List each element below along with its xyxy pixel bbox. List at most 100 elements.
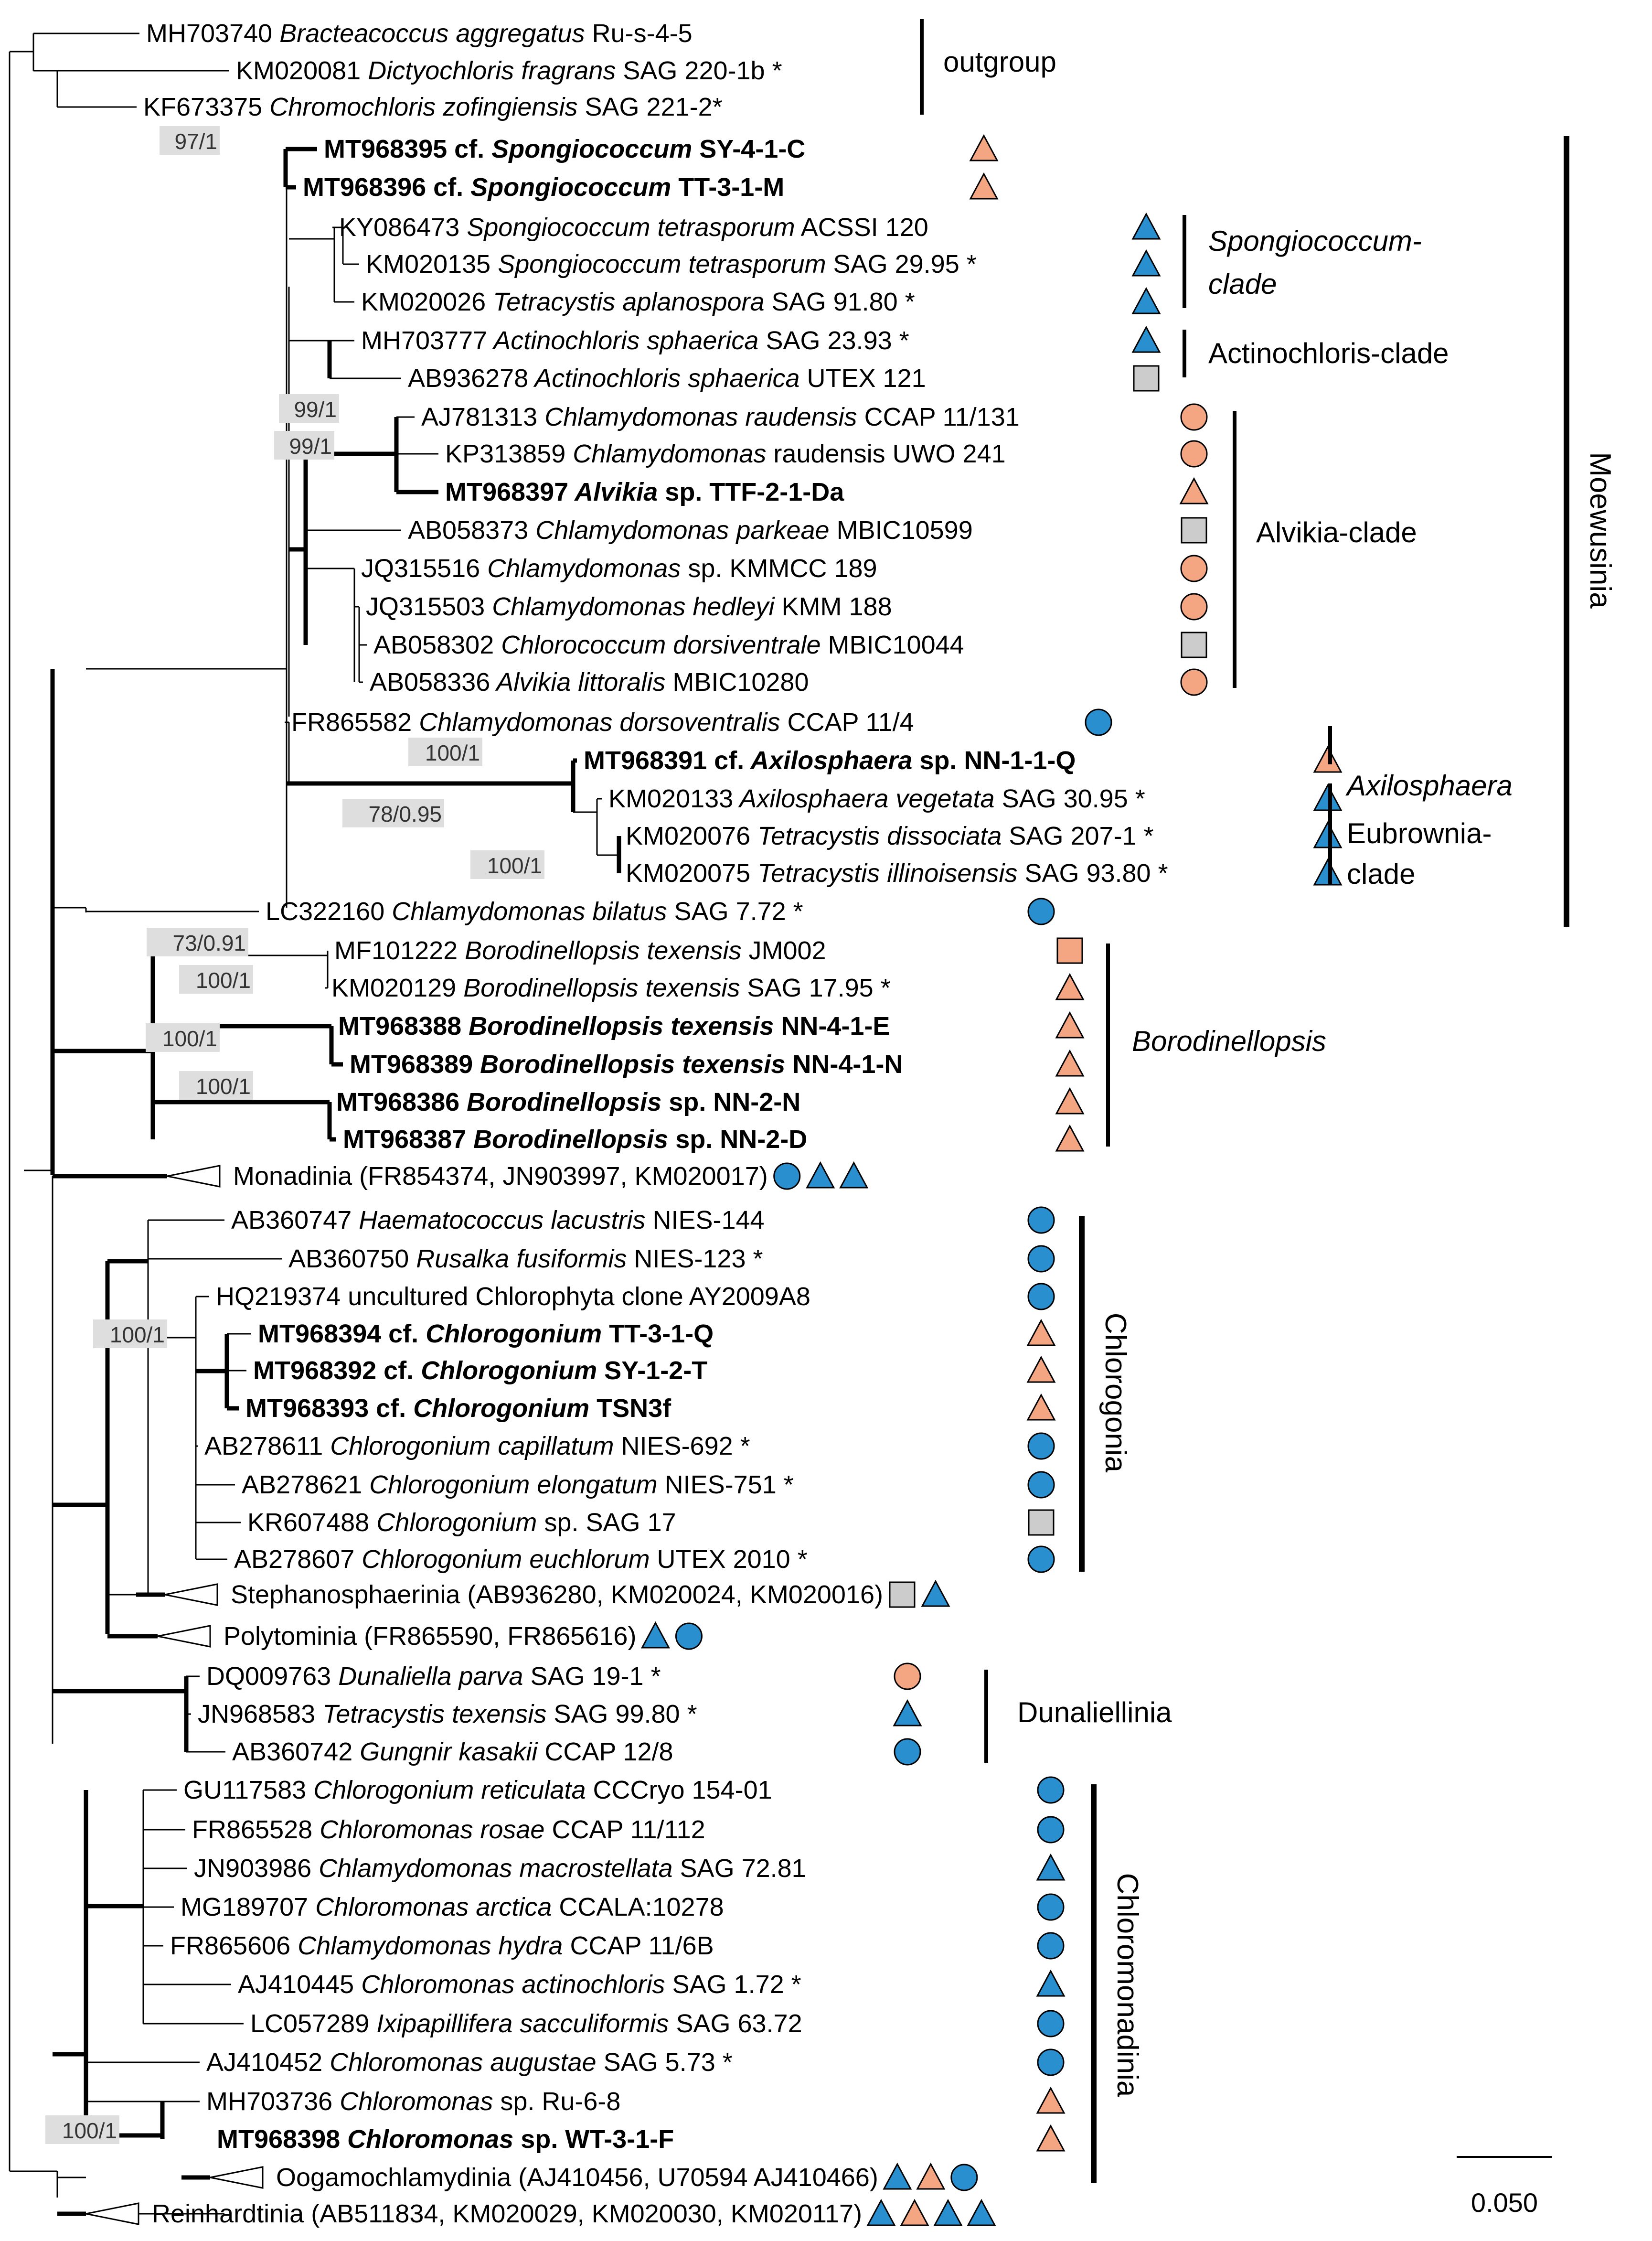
habitat-circle-marker (1027, 898, 1055, 925)
support-value-box (470, 850, 544, 879)
taxon-label: LC322160 Chlamydomonas bilatus SAG 7.72 … (266, 897, 803, 926)
taxon-accession-strain: LC057289 (250, 2009, 369, 2038)
taxon-accession-strain: MBIC10044 (821, 631, 964, 659)
habitat-triangle-marker (883, 2162, 912, 2190)
taxon-species-name: Dictyochloris fragrans (361, 56, 616, 85)
support-value: 100/1 (196, 968, 251, 993)
clade-label: Alvikia-clade (1256, 516, 1417, 548)
support-value-box (147, 928, 248, 956)
group-label: Moewusinia (1584, 452, 1617, 609)
support-value-box (179, 965, 253, 994)
taxon-species-name: Borodinellopsis texensis (456, 974, 740, 1002)
taxon-accession-strain: JN968583 (198, 1700, 315, 1728)
taxon-species-name: Spongiococcum tetrasporum (490, 250, 826, 279)
taxon-accession-strain: MG189707 (181, 1893, 308, 1921)
taxon-species-name: Tetracystis texensis (315, 1700, 546, 1728)
taxon-accession-strain: TT-3-1-M (671, 173, 784, 202)
taxon-accession-strain: UTEX 121 (800, 364, 926, 393)
habitat-triangle-marker (1036, 2124, 1066, 2152)
habitat-triangle-marker (1131, 325, 1161, 353)
support-value: 99/1 (289, 434, 332, 459)
habitat-triangle-marker (1313, 745, 1343, 773)
taxon-species-name: Actinochloris sphaerica (487, 326, 758, 355)
taxon-accession-strain: LC322160 (266, 897, 384, 926)
support-value: 100/1 (162, 1026, 217, 1051)
taxon-accession-strain: AJ410445 (238, 1970, 354, 1999)
taxon-accession-strain: HQ219374 (216, 1282, 341, 1311)
taxon-accession-strain: CCAP 11/6B (563, 1931, 714, 1960)
taxon-species-name: Rusalka fusiformis (409, 1244, 627, 1273)
habitat-triangle-marker (1055, 1049, 1085, 1077)
taxon-accession-strain: sp. KMMCC 189 (681, 554, 877, 583)
taxon-label: MT968393 cf. Chlorogonium TSN3f (245, 1394, 671, 1423)
habitat-circle-marker (1180, 668, 1208, 696)
taxon-label: AJ410452 Chloromonas augustae SAG 5.73 * (206, 2048, 733, 2077)
support-value: 100/1 (110, 1322, 165, 1347)
support-value: 73/0.91 (173, 931, 246, 955)
taxon-accession-strain: KY086473 (339, 213, 459, 242)
collapsed-clade-triangle (167, 1165, 221, 1188)
taxon-accession-strain: JM002 (742, 936, 826, 965)
taxon-accession-strain: MBIC10599 (830, 516, 973, 545)
habitat-triangle-marker (1313, 858, 1343, 886)
taxon-label: KM020076 Tetracystis dissociata SAG 207-… (626, 822, 1154, 850)
taxon-label: LC057289 Ixipapillifera sacculiformis SA… (250, 2009, 802, 2038)
habitat-triangle-marker (1026, 1319, 1056, 1346)
support-value: 100/1 (425, 740, 480, 765)
clade-label: Axilosphaera (1345, 770, 1513, 802)
taxon-species-name: Chlamydomonas bilatus (384, 897, 667, 926)
taxon-accession-strain: NN-4-1-N (785, 1050, 903, 1079)
taxon-accession-strain: MT968397 (445, 478, 568, 506)
taxon-accession-strain: KM020081 (236, 56, 361, 85)
taxon-accession-strain: JQ315503 (366, 592, 485, 621)
taxon-label: KM020081 Dictyochloris fragrans SAG 220-… (236, 56, 782, 85)
taxon-accession-strain: SAG 30.95 * (995, 784, 1145, 813)
taxon-label: MT968394 cf. Chlorogonium TT-3-1-Q (258, 1319, 714, 1348)
collapsed-clade-triangle (164, 1583, 218, 1606)
taxon-accession-strain: Polytominia (FR865590, FR865616) (224, 1622, 636, 1651)
taxon-species-name: Chlamydomonas macrostellata (311, 1854, 672, 1883)
taxon-label: MT968388 Borodinellopsis texensis NN-4-1… (338, 1012, 890, 1040)
taxon-species-name: Chlorogonium euchlorum (354, 1545, 650, 1574)
taxon-label: AB360742 Gungnir kasakii CCAP 12/8 (232, 1737, 673, 1766)
taxon-accession-strain: AB058373 (408, 516, 528, 545)
collapsed-clade-triangle (85, 2202, 139, 2225)
taxon-species-name: Actinochloris sphaerica (528, 364, 799, 393)
clade-label: Spongiococcum- (1208, 225, 1422, 257)
habitat-triangle-marker (1026, 1393, 1056, 1421)
taxon-label: GU117583 Chlorogonium reticulata CCCryo … (183, 1776, 772, 1804)
taxon-accession-strain: TT-3-1-Q (602, 1319, 714, 1348)
taxon-accession-strain: FR865528 (192, 1815, 312, 1844)
taxon-species-name: Axilosphaera vegetata (733, 784, 994, 813)
taxon-species-name: Haematococcus lacustris (352, 1206, 645, 1234)
taxon-label: AB278621 Chlorogonium elongatum NIES-751… (242, 1470, 794, 1499)
scale-bar-label: 0.050 (1471, 2187, 1538, 2218)
taxon-accession-strain: GU117583 (183, 1776, 306, 1804)
habitat-triangle-marker (1131, 212, 1161, 240)
support-value-box (279, 394, 339, 423)
support-value-box (179, 1071, 253, 1100)
habitat-triangle-marker (1055, 1087, 1085, 1115)
support-value: 100/1 (62, 2118, 117, 2143)
habitat-circle-marker (1085, 708, 1112, 736)
taxon-accession-strain: MBIC10280 (665, 668, 809, 697)
taxon-species-name: Tetracystis illinoisensis (750, 859, 1017, 888)
taxon-accession-strain: SAG 220-1b * (616, 56, 782, 85)
taxon-accession-strain: JN903986 (194, 1854, 311, 1883)
habitat-circle-marker (894, 1738, 921, 1766)
taxon-label: FR865528 Chloromonas rosae CCAP 11/112 (192, 1815, 705, 1844)
taxon-accession-strain: DQ009763 (206, 1662, 331, 1691)
habitat-circle-marker (1037, 1932, 1065, 1960)
taxon-species-name: Chloromonas (340, 2125, 513, 2154)
taxon-accession-strain: AB936278 (408, 364, 528, 393)
taxon-accession-strain: KM020135 (366, 250, 490, 279)
taxon-label: Polytominia (FR865590, FR865616) (224, 1622, 636, 1651)
habitat-circle-marker (1180, 440, 1208, 468)
taxon-accession-strain: Oogamochlamydinia (AJ410456, U70594 AJ41… (276, 2163, 878, 2192)
taxon-label: AB058302 Chlorococcum dorsiventrale MBIC… (373, 631, 964, 659)
taxon-accession-strain: SAG 93.80 * (1017, 859, 1168, 888)
taxon-species-name: Chloromonas (332, 2087, 493, 2116)
habitat-triangle-marker (893, 1699, 922, 1726)
group-label: Chloromonadinia (1111, 1873, 1144, 2097)
habitat-triangle-marker (1055, 973, 1085, 1000)
